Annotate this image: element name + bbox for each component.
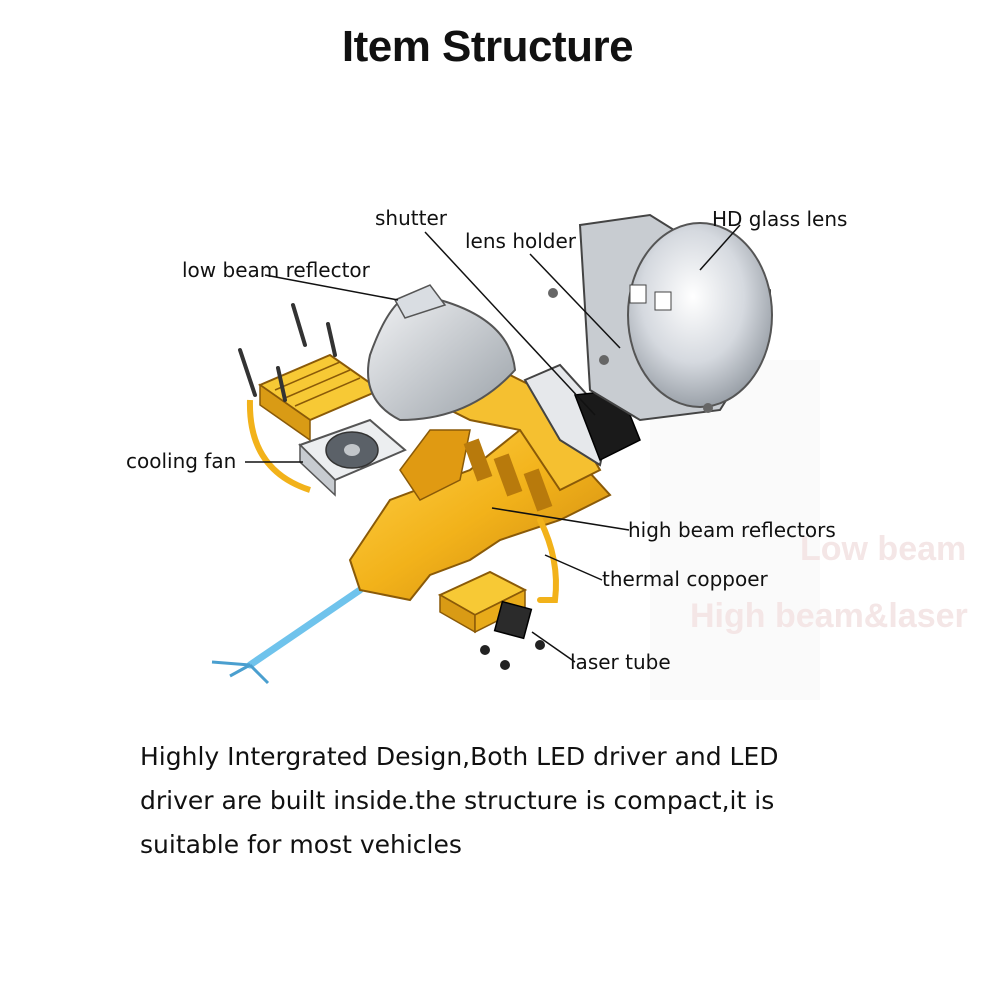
label-thermal-copper: thermal coppoer [602, 567, 768, 591]
description-text: Highly Intergrated Design,Both LED drive… [140, 735, 860, 867]
laser-cable [212, 590, 360, 683]
laser-module [440, 572, 545, 670]
description-line-3: suitable for most vehicles [140, 823, 860, 867]
label-lens-holder: lens holder [465, 229, 576, 253]
thermal-copper-pipe [540, 520, 556, 600]
label-laser-tube: laser tube [570, 650, 671, 674]
description-line-1: Highly Intergrated Design,Both LED drive… [140, 735, 860, 779]
label-shutter: shutter [375, 206, 447, 230]
label-hd-glass-lens: HD glass lens [712, 207, 847, 231]
page-title: Item Structure [0, 22, 975, 72]
cooling-fan [300, 420, 405, 495]
description-line-2: driver are built inside.the structure is… [140, 779, 860, 823]
label-cooling-fan: cooling fan [126, 449, 236, 473]
watermark-high-beam: High beam&laser [690, 597, 968, 636]
label-high-beam-reflectors: high beam reflectors [628, 518, 836, 542]
label-low-beam-reflector: low beam reflector [182, 258, 370, 282]
